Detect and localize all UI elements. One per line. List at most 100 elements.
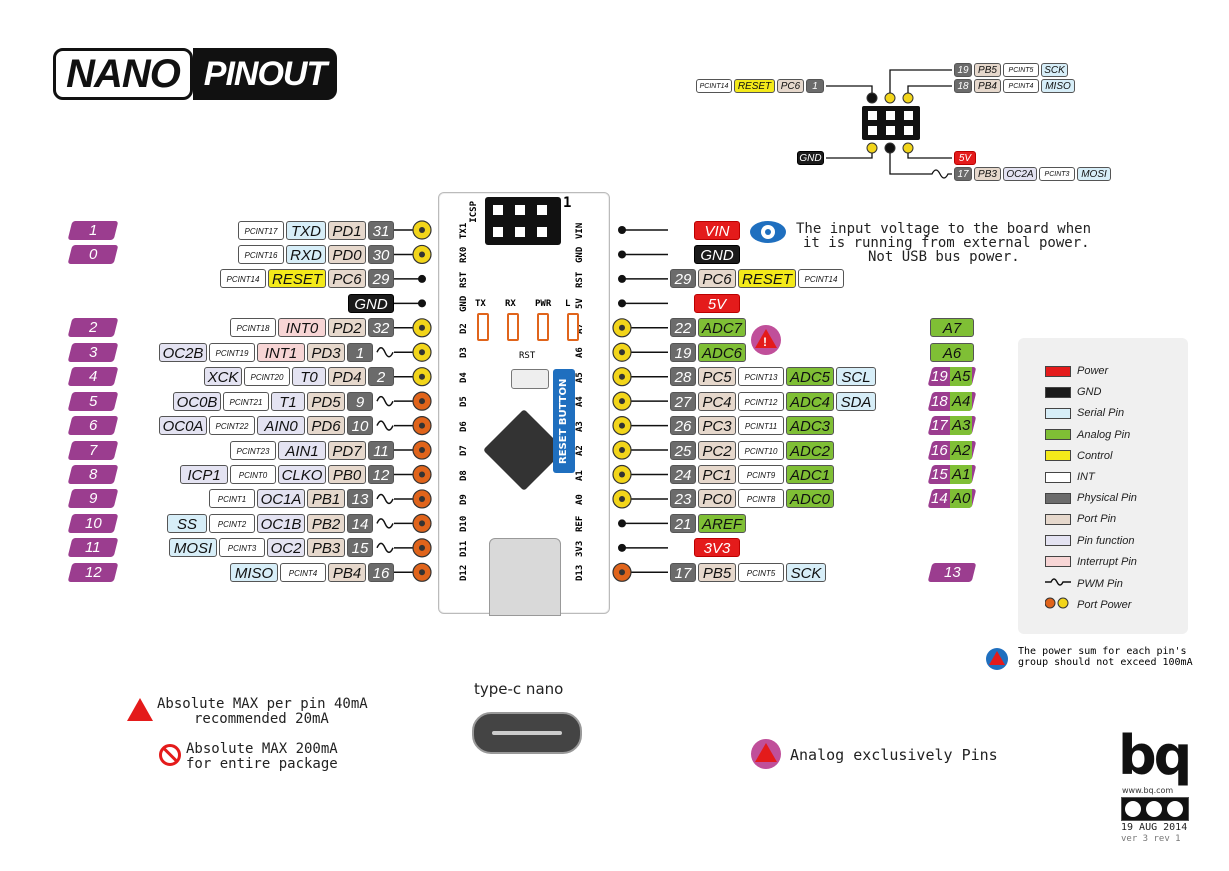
silk-left-d7: D7 [459, 445, 469, 457]
pin-label-29: 29 [368, 269, 394, 289]
title-nano: NANO [53, 48, 193, 100]
pad-left-7-hole [419, 398, 425, 405]
pad-right-1 [618, 250, 626, 259]
pad-left-11-hole [419, 495, 425, 502]
icsp-header-hole [868, 126, 877, 135]
icsp-bottom-pad [866, 142, 878, 154]
pin-label-17: 17 [670, 562, 696, 582]
icsp-hole [537, 227, 547, 237]
pin-label-3v3: 3V3 [694, 538, 740, 558]
icsp-label-mosi: MOSI [1077, 167, 1111, 181]
pin-label-txd: TXD [286, 220, 326, 240]
pin-label-21: 21 [670, 513, 696, 533]
pin-label-adc7: ADC7 [698, 318, 746, 338]
pin-label-pc6: PC6 [698, 269, 736, 289]
pad-right-13 [618, 543, 626, 552]
pin-label-gnd: GND [694, 244, 740, 264]
legend-label: Port Power [1077, 599, 1132, 612]
digital-pin-4: 4 [67, 367, 119, 387]
pin-label-31: 31 [368, 220, 394, 240]
analog-warning-icon: ! [751, 325, 781, 355]
pin-label-25: 25 [670, 440, 696, 460]
pin-label-pcint8: PCINT8 [738, 489, 784, 509]
legend-swatch [1045, 576, 1071, 592]
icsp-label-gnd: GND [797, 151, 824, 165]
pin-label-pcint14: PCINT14 [798, 269, 844, 289]
power-note-2: group should not exceed 100mA [1018, 657, 1193, 668]
pin-label-pb4: PB4 [328, 562, 366, 582]
pin-label-pcint22: PCINT22 [209, 416, 255, 436]
icsp-pin1-label: 1 [563, 195, 572, 211]
legend-label: GND [1077, 386, 1102, 399]
legend-item-int: INT [1045, 470, 1095, 484]
pin-label-16: 16 [368, 562, 394, 582]
pin-label-vin: VIN [694, 220, 740, 240]
digital-pin-6: 6 [67, 416, 119, 436]
icsp-wire [826, 153, 873, 159]
icsp-hole [515, 205, 525, 215]
max-pin-note-1: Absolute MAX per pin 40mA [157, 696, 368, 712]
pin-label-reset: RESET [738, 269, 796, 289]
pin-label-32: 32 [368, 318, 394, 338]
legend-item-control: Control [1045, 449, 1112, 463]
pin-label-aref: AREF [698, 513, 746, 533]
pin-label-ain0: AIN0 [257, 416, 305, 436]
bq-logo: bq [1118, 724, 1192, 787]
pin-label-adc3: ADC3 [786, 416, 834, 436]
max-pin-warning-icon [127, 698, 153, 721]
icsp-bottom-pad [884, 142, 896, 154]
pin-label-pcint14: PCINT14 [220, 269, 266, 289]
digital-pin-5: 5 [67, 391, 119, 411]
typec-icon [472, 712, 582, 754]
icsp-label-pcint5: PCINT5 [1003, 63, 1039, 77]
pwm-symbol [376, 347, 394, 358]
icsp-label-1: 1 [806, 79, 824, 93]
rst-silk: RST [519, 351, 536, 361]
led-label-l: L [565, 299, 571, 309]
pin-label-oc2b: OC2B [159, 342, 207, 362]
silk-right-d13: D13 [575, 565, 585, 582]
legend-item-serial-pin: Serial Pin [1045, 406, 1124, 420]
pin-label-pd2: PD2 [328, 318, 366, 338]
title-pinout: PINOUT [193, 48, 337, 100]
icsp-hole [493, 227, 503, 237]
legend-swatch [1045, 429, 1071, 441]
icsp-hole [537, 205, 547, 215]
pin-label-pc5: PC5 [698, 367, 736, 387]
pin-label-pc3: PC3 [698, 416, 736, 436]
pin-label-pd5: PD5 [307, 391, 345, 411]
icsp-label-pb5: PB5 [974, 63, 1001, 77]
pin-label-oc2: OC2 [267, 538, 305, 558]
analog-only-icon [751, 739, 781, 769]
pad-right-12 [618, 519, 626, 528]
pin-label-sda: SDA [836, 391, 876, 411]
pad-left-10-hole [419, 471, 425, 478]
power-note-1: The power sum for each pin's [1018, 646, 1187, 657]
reset-switch[interactable] [511, 369, 549, 389]
pin-label-adc5: ADC5 [786, 367, 834, 387]
icsp-header-hole [886, 126, 895, 135]
legend-swatch [1045, 492, 1071, 504]
legend-label: PWM Pin [1077, 577, 1123, 590]
pin-label-mosi: MOSI [169, 538, 217, 558]
legend-item-interrupt-pin: Interrupt Pin [1045, 555, 1137, 569]
pad-left-1-hole [419, 251, 425, 258]
icsp-wire [889, 69, 952, 93]
pin-label-pc0: PC0 [698, 489, 736, 509]
silk-right-a4: A4 [575, 396, 585, 408]
legend-swatch [1044, 597, 1071, 613]
legend-label: Port Pin [1077, 513, 1117, 526]
pin-label-28: 28 [670, 367, 696, 387]
digital-pin-0: 0 [67, 244, 119, 264]
digital-pin-12: 12 [67, 562, 119, 582]
pin-label-xck: XCK [204, 367, 242, 387]
silk-left-d5: D5 [459, 396, 469, 408]
pin-label-15: 15 [347, 538, 373, 558]
led-l [567, 313, 579, 341]
icsp-label-pb3: PB3 [974, 167, 1001, 181]
pad-right-9-hole [619, 447, 625, 454]
pin-label-1: 1 [347, 342, 373, 362]
pin-label-5v: 5V [694, 293, 740, 313]
typec-label: type-c nano [474, 680, 564, 698]
